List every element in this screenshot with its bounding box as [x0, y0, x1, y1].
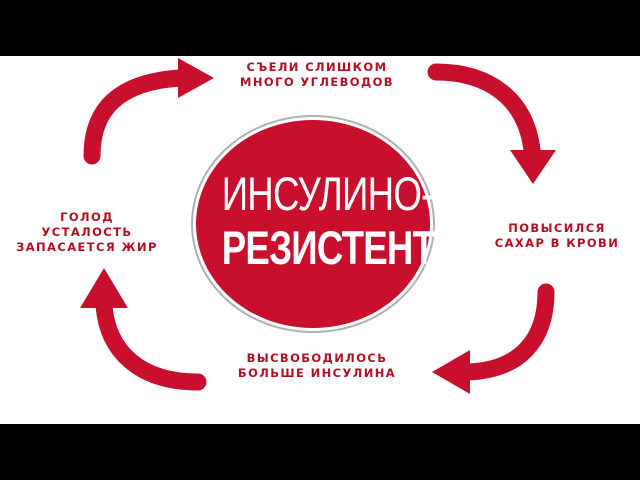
- arrowhead-icon: [80, 268, 128, 308]
- step-label-carbs: СЪЕЛИ СЛИШКОМ МНОГО УГЛЕВОДОВ: [222, 60, 412, 90]
- step-label-line: ВЫСВОБОДИЛОСЬ: [246, 351, 388, 365]
- arrowhead-icon: [510, 150, 556, 184]
- step-label-insulin: ВЫСВОБОДИЛОСЬ БОЛЬШЕ ИНСУЛИНА: [222, 351, 412, 381]
- step-label-line: СЪЕЛИ СЛИШКОМ: [246, 60, 388, 74]
- step-label-line: МНОГО УГЛЕВОДОВ: [240, 75, 394, 89]
- center-title-line2: РЕЗИСТЕНТНОСТЬ: [221, 221, 561, 274]
- step-label-blood-sugar: ПОВЫСИЛСЯ САХАР В КРОВИ: [482, 221, 632, 251]
- step-label-line: БОЛЬШЕ ИНСУЛИНА: [237, 366, 397, 380]
- step-label-hunger: ГОЛОД УСТАЛОСТЬ ЗАПАСАЕТСЯ ЖИР: [12, 210, 162, 255]
- letterbox-bottom: [0, 424, 640, 480]
- arrowhead-icon: [432, 350, 470, 394]
- step-label-line: САХАР В КРОВИ: [494, 236, 620, 250]
- step-label-line: УСТАЛОСТЬ: [41, 225, 133, 239]
- step-label-line: ЗАПАСАЕТСЯ ЖИР: [16, 240, 158, 254]
- cycle-arrow-icon: [459, 283, 555, 381]
- center-circle: [196, 120, 430, 328]
- letterbox-top: [0, 0, 640, 56]
- step-label-line: ПОВЫСИЛСЯ: [508, 221, 606, 235]
- cycle-arrow-icon: [427, 63, 541, 159]
- center-title-line1: ИНСУЛИНО-: [221, 167, 434, 220]
- arrowhead-icon: [178, 58, 214, 98]
- cycle-arrow-icon: [83, 69, 189, 165]
- cycle-arrow-icon: [95, 297, 207, 391]
- step-label-line: ГОЛОД: [60, 210, 114, 224]
